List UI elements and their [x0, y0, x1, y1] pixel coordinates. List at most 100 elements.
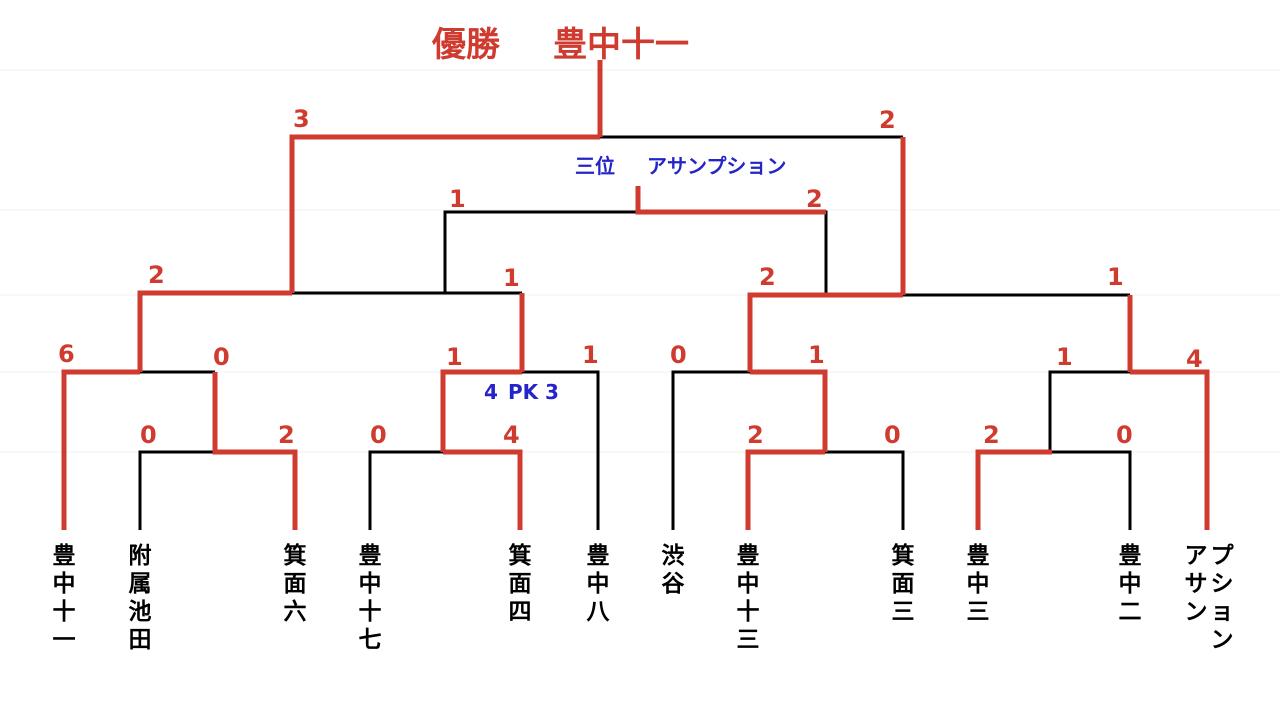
team-1: 豊 中 十 一 — [53, 542, 76, 653]
line-minoh3 — [825, 450, 905, 530]
team-3-char: 六 — [284, 599, 307, 625]
team-3: 箕 面 六 — [284, 542, 307, 625]
third-place-label: 三位 — [575, 154, 615, 178]
team-1-char: 一 — [53, 627, 76, 653]
team-11-char: 二 — [1119, 599, 1142, 625]
score-third-minoh4: 1 — [449, 185, 466, 213]
background-grid — [0, 69, 1280, 453]
winner-paths — [61, 60, 1210, 530]
team-4-char: 十 — [359, 599, 382, 625]
team-4-char: 中 — [359, 571, 382, 597]
team-9-char: 面 — [892, 571, 915, 597]
team-4: 豊 中 十 七 — [359, 542, 382, 653]
champion-label: 優勝 — [431, 25, 501, 65]
team-10-char: 中 — [967, 571, 990, 597]
team-12-char: シ — [1211, 571, 1234, 597]
team-6-char: 豊 — [587, 542, 610, 569]
score-sf-toyonaka11: 2 — [148, 261, 165, 289]
path-minoh4-r1 — [443, 449, 523, 530]
team-12-char: プ — [1211, 543, 1235, 569]
team-1-char: 中 — [53, 571, 76, 597]
score-sf-toyonaka13: 2 — [759, 263, 776, 291]
team-2: 附 属 池 田 — [129, 542, 152, 653]
team-10-char: 三 — [967, 599, 990, 625]
score-qf-minoh6: 0 — [213, 343, 230, 371]
score-final-toyonaka11: 3 — [293, 105, 310, 133]
path-toyonaka13-r1 — [745, 449, 825, 530]
team-3-char: 面 — [284, 571, 307, 597]
bracket-lines — [138, 135, 1132, 530]
team-8-char: 十 — [737, 599, 760, 625]
score-qf-toyonaka3: 1 — [1056, 343, 1073, 371]
pk-left-score: 4 — [484, 380, 498, 404]
line-toyonaka8 — [522, 370, 600, 530]
path-assumption-qf — [1130, 369, 1210, 530]
team-9: 箕 面 三 — [892, 542, 915, 625]
path-toyonaka13-qf — [750, 369, 828, 452]
score-third-assumption: 2 — [806, 185, 823, 213]
team-8-char: 中 — [737, 571, 760, 597]
line-shibuya — [671, 370, 750, 530]
score-r1-fuzoku: 0 — [140, 421, 157, 449]
path-toyonaka3-r1 — [975, 449, 1052, 530]
team-12-char: ョ — [1211, 599, 1234, 625]
score-r1-minoh3: 0 — [884, 421, 901, 449]
line-fuzoku-ikeda — [138, 450, 215, 530]
score-r1-toyonaka17: 0 — [370, 421, 387, 449]
score-qf-minoh4: 1 — [446, 343, 463, 371]
line-third-left — [443, 210, 638, 293]
team-5-char: 箕 — [509, 542, 532, 569]
score-sf-assumption: 1 — [1107, 263, 1124, 291]
line-toyonaka2 — [1052, 450, 1132, 530]
team-7-char: 渋 — [662, 543, 685, 569]
line-toyonaka17 — [368, 450, 443, 530]
line-third-right — [638, 210, 828, 295]
team-2-char: 田 — [129, 627, 152, 653]
score-sf-minoh4: 1 — [503, 264, 520, 292]
team-1-char: 豊 — [53, 542, 76, 569]
team-10-char: 豊 — [967, 542, 990, 569]
team-10: 豊 中 三 — [967, 542, 990, 625]
path-toyonaka11-final — [289, 134, 600, 293]
team-4-char: 豊 — [359, 542, 382, 569]
path-minoh4-qf — [440, 369, 522, 452]
path-minoh6-r1 — [212, 372, 298, 530]
team-8-char: 豊 — [737, 542, 760, 569]
champion-team: 豊中十一 — [553, 25, 689, 65]
team-6-char: 八 — [587, 599, 611, 625]
score-r1-toyonaka3: 2 — [983, 421, 1000, 449]
team-12-char: サ — [1185, 571, 1208, 597]
team-12-char: ン — [1185, 599, 1208, 625]
path-toyonaka11-sf — [137, 290, 292, 372]
third-place-team: アサンプション — [647, 154, 786, 178]
score-r1-toyonaka2: 0 — [1116, 421, 1133, 449]
team-7: 渋 谷 — [662, 543, 686, 597]
score-r1-minoh6: 2 — [278, 421, 295, 449]
team-6-char: 中 — [587, 571, 610, 597]
score-qf-toyonaka11: 6 — [58, 340, 75, 368]
path-toyonaka13-sf — [747, 292, 903, 372]
team-9-char: 箕 — [892, 542, 915, 569]
score-qf-toyonaka8: 1 — [582, 341, 599, 369]
team-12-char: ン — [1211, 627, 1234, 653]
team-12-char: ア — [1185, 543, 1208, 569]
pk-right-score: 3 — [545, 380, 559, 404]
team-6: 豊 中 八 — [587, 542, 611, 625]
path-toyonaka11-qf — [61, 369, 140, 530]
team-12: プ シ ョ ン ア サ ン — [1185, 543, 1235, 653]
team-11: 豊 中 二 — [1119, 542, 1142, 625]
team-2-char: 池 — [129, 599, 152, 625]
team-5-char: 面 — [509, 571, 532, 597]
team-3-char: 箕 — [284, 542, 307, 569]
team-2-char: 属 — [129, 571, 152, 597]
team-11-char: 豊 — [1119, 542, 1142, 569]
score-r1-minoh4: 4 — [503, 421, 520, 449]
team-9-char: 三 — [892, 599, 915, 625]
score-r1-toyonaka13: 2 — [747, 421, 764, 449]
pk-label: PK — [508, 380, 540, 404]
score-qf-toyonaka13: 1 — [808, 341, 825, 369]
line-qf4-left — [1048, 370, 1130, 452]
team-7-char: 谷 — [662, 571, 686, 597]
score-qf-assumption: 4 — [1186, 345, 1203, 373]
